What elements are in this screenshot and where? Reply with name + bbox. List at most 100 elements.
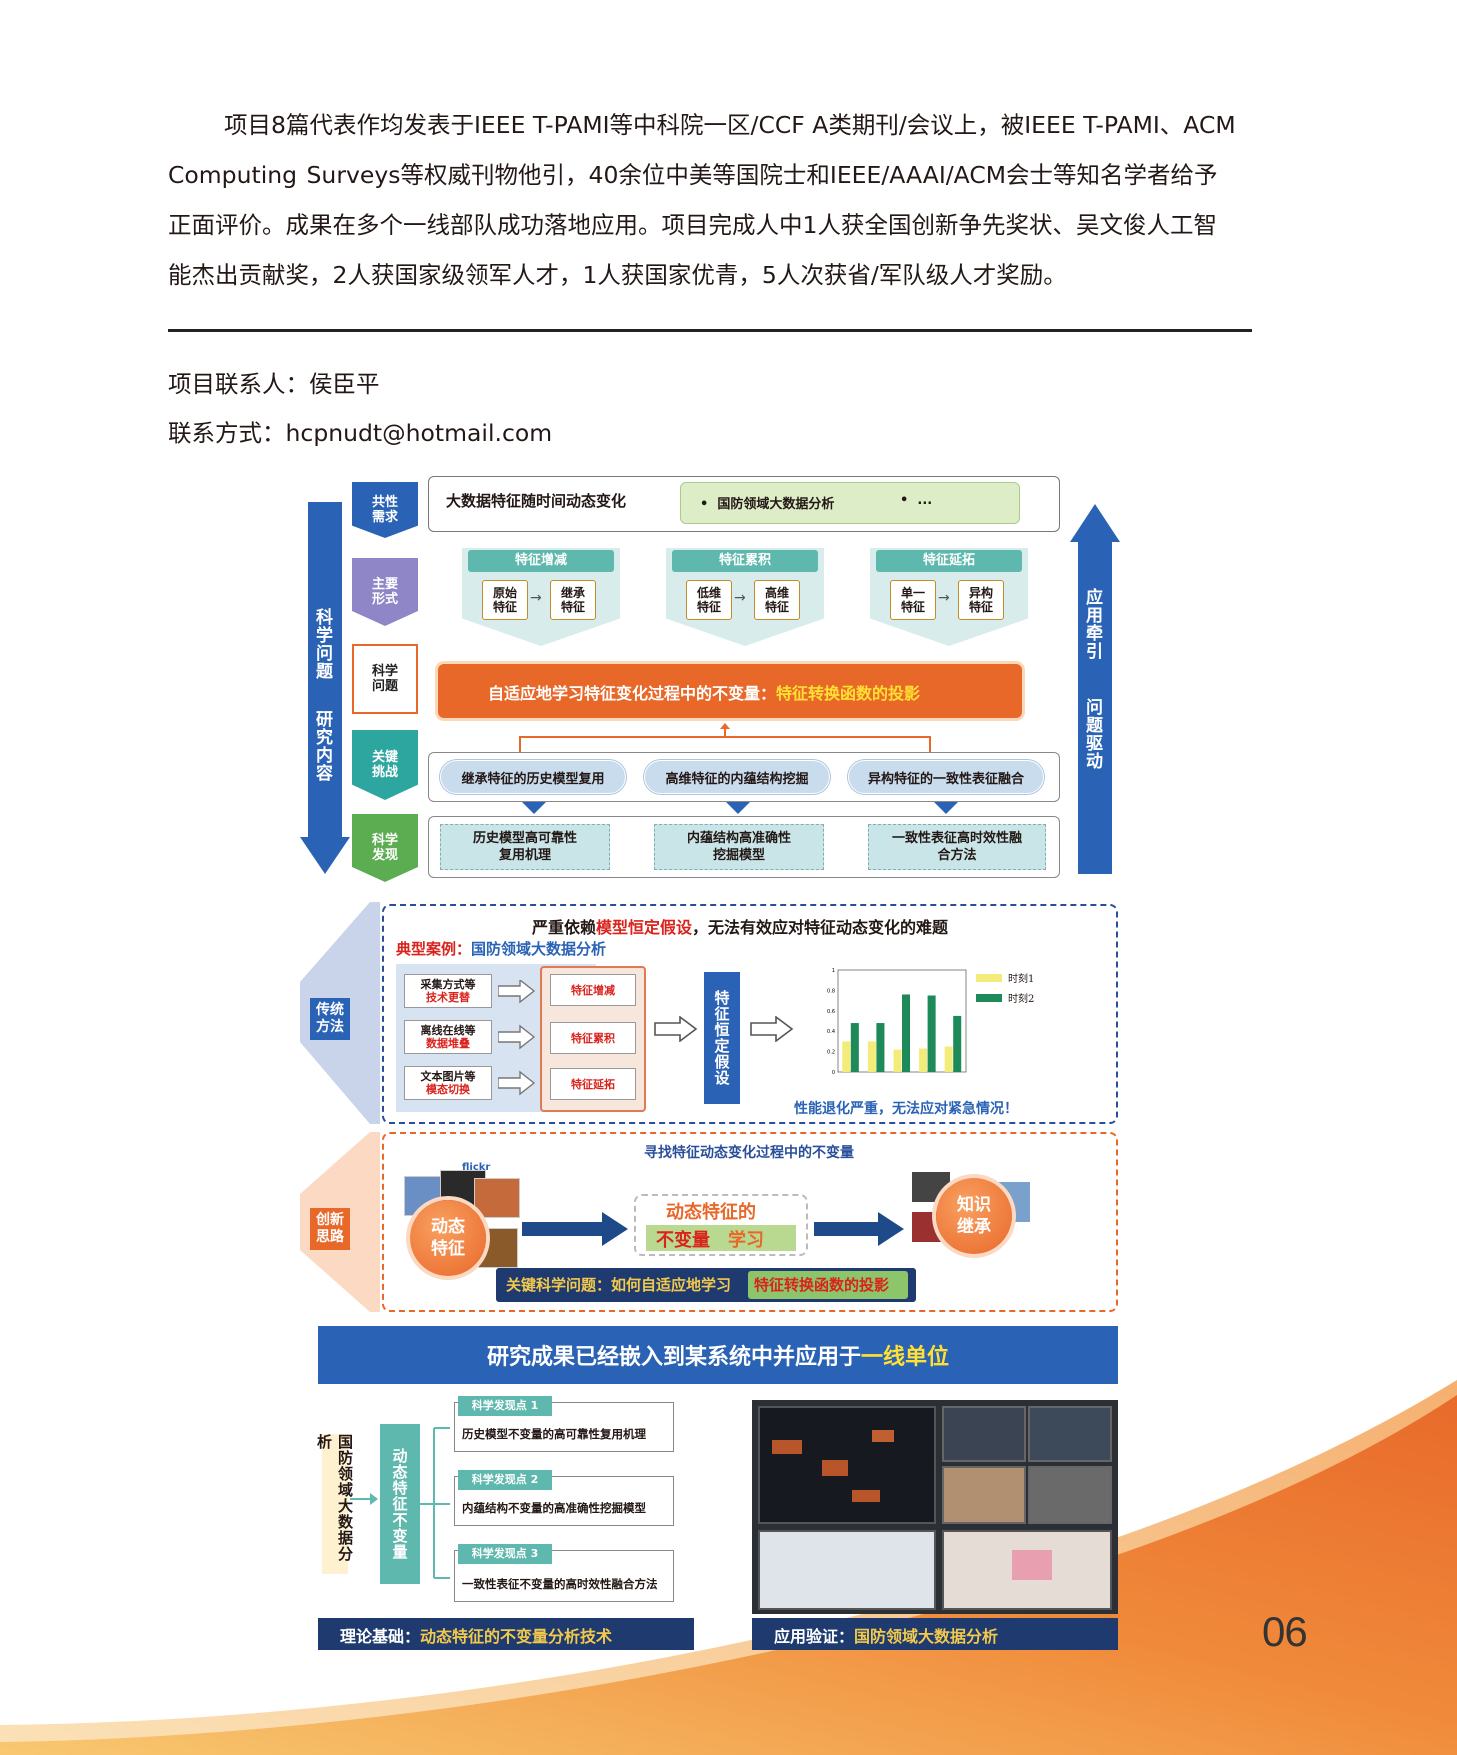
bar-t1	[944, 1046, 953, 1072]
research-figure: 科学问题 研究内容 应用牵引 问题驱动 共性需求 主要形式 科学问题 关键挑战 …	[300, 468, 1120, 1653]
connector	[350, 1498, 374, 1500]
invariant-highlight	[646, 1225, 796, 1251]
type-box: 特征增减	[550, 974, 636, 1006]
form-title: 特征延拓	[876, 550, 1022, 572]
application-footer	[752, 1618, 1118, 1650]
divider	[168, 329, 1252, 332]
source-box: 离线在线等数据堆叠	[404, 1020, 492, 1054]
needs-item: • ...	[900, 493, 933, 508]
invariant-title: 动态特征的	[666, 1202, 756, 1223]
needs-items-box	[680, 482, 1020, 524]
assumption-box: 特征恒定假设	[704, 972, 740, 1104]
traditional-conclusion: 性能退化严重，无法应对紧急情况！	[794, 1101, 1018, 1117]
image-collage: flickr	[404, 1162, 524, 1284]
innovation-panel	[382, 1132, 1118, 1312]
discovery-text: 内蕴结构不变量的高准确性挖掘模型	[462, 1501, 646, 1515]
dynamic-feature-circle: 动态特征	[410, 1200, 486, 1276]
contact-person: 项目联系人：侯臣平	[168, 370, 380, 398]
finding-box: 历史模型高可靠性复用机理	[440, 824, 610, 870]
bar-t2	[927, 995, 936, 1072]
y-tick-label: 0.2	[827, 1050, 835, 1056]
form-item: 单一特征	[890, 580, 936, 620]
intro-paragraph: 项目8篇代表作均发表于IEEE T-PAMI等中科院一区/CCF A类期刊/会议…	[168, 100, 1252, 300]
needs-item: • 国防领域大数据分析	[700, 497, 835, 512]
bar-t1	[893, 1049, 902, 1072]
bar-t1	[842, 1041, 851, 1072]
application-photo	[752, 1400, 1118, 1614]
innovation-top-text: 寻找特征动态变化过程中的不变量	[644, 1145, 854, 1161]
invariant-learn: 学习	[728, 1230, 764, 1251]
key-question-highlight	[748, 1271, 908, 1299]
connector-lines	[519, 723, 931, 753]
traditional-panel	[382, 904, 1118, 1124]
invariant-word: 不变量	[656, 1230, 710, 1251]
stage-chevron: 科学问题	[352, 644, 418, 714]
needs-main-text: 大数据特征随时间动态变化	[446, 492, 627, 510]
discovery-tag: 科学发现点 3	[458, 1544, 552, 1564]
type-box: 特征累积	[550, 1022, 636, 1054]
arrow-down-icon	[726, 802, 750, 814]
paragraph-line: Computing Surveys等权威刊物他引，40余位中美等国院士和IEEE…	[168, 161, 1218, 189]
left-down-arrow	[300, 502, 350, 874]
challenge-pill: 高维特征的内蕴结构挖掘	[644, 760, 830, 794]
legend-label: 时刻2	[1008, 994, 1035, 1005]
left-arrow-label-top: 科学问题	[312, 608, 332, 680]
big-arrow-right-icon	[522, 1212, 628, 1246]
right-arrow-label-top: 应用牵引	[1082, 588, 1102, 660]
arrow-right-icon: →	[530, 590, 542, 606]
theory-footer-text: 理论基础：动态特征的不变量分析技术	[340, 1627, 613, 1646]
bar-t1	[867, 1041, 876, 1072]
page-number: 06	[1262, 1608, 1308, 1655]
discovery-tag: 科学发现点 2	[458, 1470, 552, 1490]
results-banner: 研究成果已经嵌入到某系统中并应用于一线单位	[318, 1326, 1118, 1384]
knowledge-inherit-circle: 知识继承	[936, 1178, 1012, 1254]
discovery-text: 一致性表征不变量的高时效性融合方法	[462, 1577, 658, 1591]
legend-label: 时刻1	[1008, 974, 1035, 985]
source-box: 采集方式等技术更替	[404, 974, 492, 1008]
theory-footer	[318, 1618, 694, 1650]
arrow-right-icon: →	[734, 590, 746, 606]
challenge-pill: 异构特征的一致性表征融合	[848, 760, 1044, 794]
performance-bar-chart: 00.20.40.60.81	[827, 968, 967, 1076]
y-tick-label: 1	[832, 968, 835, 974]
arrow-down-icon	[934, 802, 958, 814]
form-item: 低维特征	[686, 580, 732, 620]
application-footer-text: 应用验证：国防领域大数据分析	[774, 1627, 999, 1646]
stage-chevron: 科学发现	[352, 814, 418, 882]
typical-case: 典型案例：国防领域大数据分析	[396, 940, 607, 958]
legend-swatch	[976, 974, 1002, 982]
form-item: 异构特征	[958, 580, 1004, 620]
traditional-label: 传统方法	[310, 998, 350, 1040]
flickr-label: flickr	[462, 1162, 491, 1173]
type-box: 特征延拓	[550, 1068, 636, 1100]
hollow-arrow-icon	[654, 1016, 698, 1042]
discovery-connectors	[420, 1427, 450, 1579]
arrow-right-icon	[370, 1493, 378, 1505]
form-item: 原始特征	[482, 580, 528, 620]
bar-t2	[876, 1023, 885, 1072]
form-title: 特征增减	[468, 550, 614, 572]
legend-swatch	[976, 994, 1002, 1002]
source-box: 文本图片等模态切换	[404, 1066, 492, 1100]
science-problem-bar	[438, 664, 1022, 718]
source-arrows	[498, 980, 536, 1096]
theory-mid-vertical: 动态特征不变量	[380, 1424, 420, 1584]
finding-box: 一致性表征高时效性融合方法	[868, 824, 1046, 870]
theory-left-vertical: 国防领域大数据分析	[315, 1434, 354, 1574]
arrow-down-icon	[522, 802, 546, 814]
arrow-right-icon: →	[938, 590, 950, 606]
stage-chevron: 关键挑战	[352, 730, 418, 800]
right-up-arrow	[1070, 504, 1120, 874]
y-tick-label: 0.8	[827, 988, 835, 994]
bar-t2	[902, 994, 911, 1072]
right-arrow-label-bottom: 问题驱动	[1082, 698, 1102, 770]
discovery-text: 历史模型不变量的高可靠性复用机理	[462, 1427, 646, 1441]
y-tick-label: 0	[832, 1070, 835, 1076]
stage-chevron: 共性需求	[352, 482, 418, 538]
bar-t2	[850, 1023, 859, 1072]
science-problem-text: 自适应地学习特征变化过程中的不变量：特征转换函数的投影	[488, 684, 921, 703]
y-tick-label: 0.6	[827, 1009, 835, 1015]
bar-t2	[953, 1015, 962, 1072]
paragraph-line: 项目8篇代表作均发表于IEEE T-PAMI等中科院一区/CCF A类期刊/会议…	[224, 111, 1236, 139]
